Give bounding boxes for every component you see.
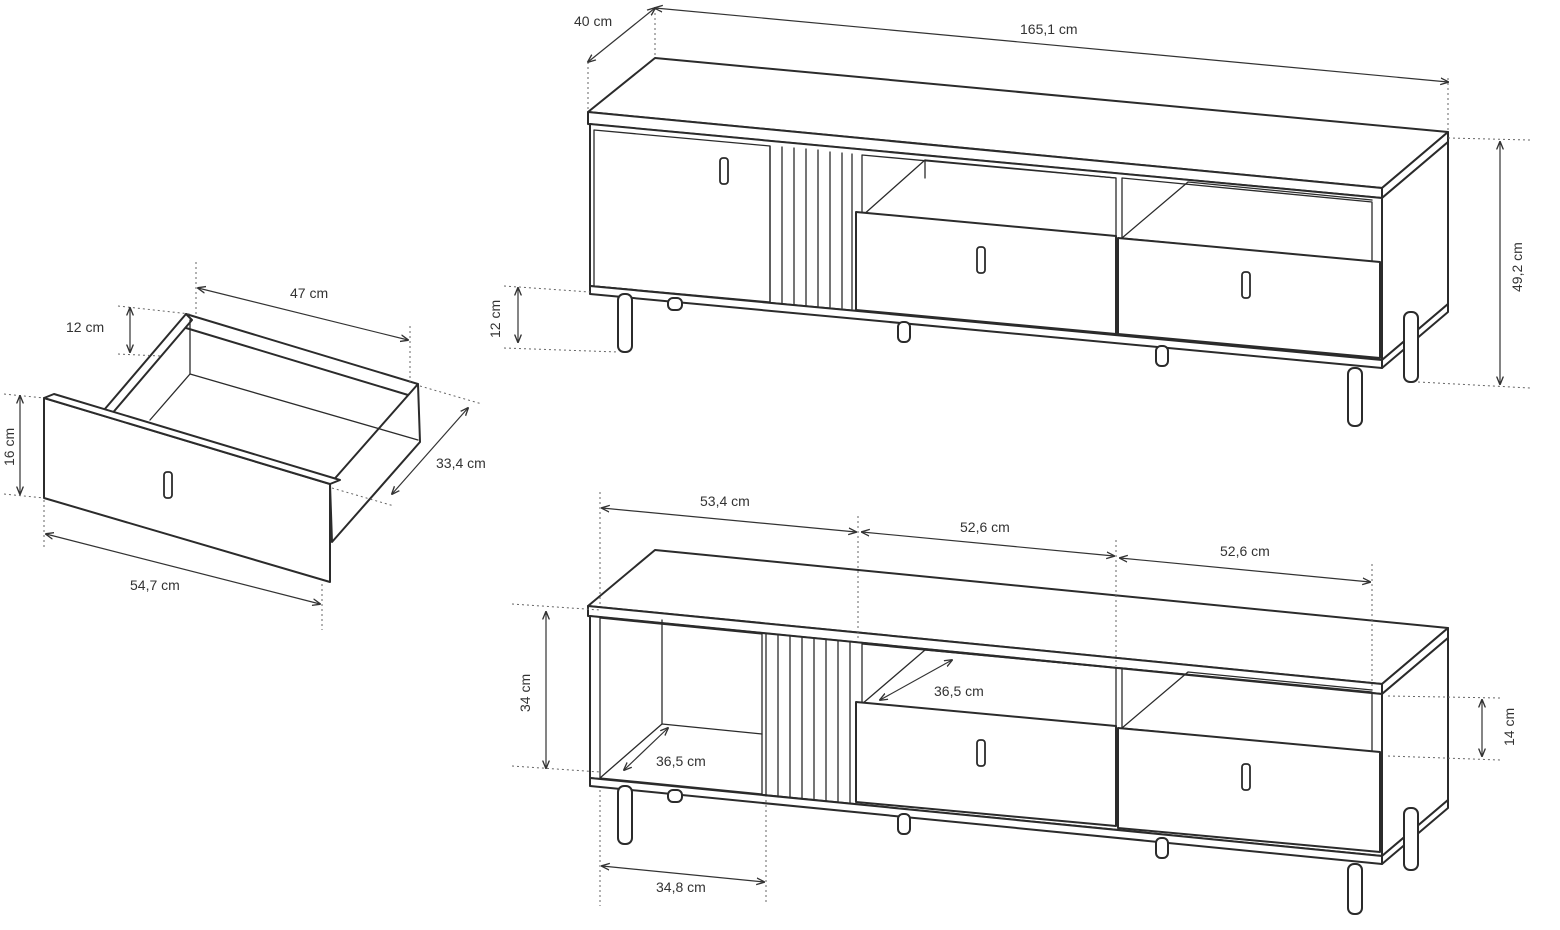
cabinet-legs [617,293,1419,427]
depth-label: 40 cm [574,13,612,29]
drawer-width-label: 47 cm [290,285,328,301]
tv-cabinet-front-view [587,57,1449,427]
height-label: 49,2 cm [1509,242,1525,292]
width-label: 165,1 cm [1020,21,1078,37]
open-compartment [599,617,763,795]
drawer-middle [855,211,1117,335]
inner-depth-left-label: 36,5 cm [656,753,706,769]
inner-depth-mid-label: 36,5 cm [934,683,984,699]
drawer-handle-icon [163,471,173,499]
drawer-dimensions: 47 cm 12 cm 16 cm 33,4 cm 54,7 cm [1,262,486,630]
drawer-front-width-label: 54,7 cm [130,577,180,593]
drawer-front-height-label: 16 cm [1,428,17,466]
drawer-detail [43,313,421,583]
drawer-handle-icon [1241,763,1251,791]
drawer-side-label: 12 cm [66,319,104,335]
drawer-depth-label: 33,4 cm [436,455,486,471]
tv-cabinet-open-view [587,549,1449,915]
slatted-panel [769,145,853,310]
section-2-width-label: 52,6 cm [960,519,1010,535]
drawer-handle-icon [1241,271,1251,299]
section-3-width-label: 52,6 cm [1220,543,1270,559]
drawer-front-panel [43,397,331,583]
cabinet-legs [617,785,1419,915]
section-1-width-label: 53,4 cm [700,493,750,509]
drawer-middle [855,701,1117,827]
drawer-handle-icon [976,739,986,767]
open-width-label: 34,8 cm [656,879,706,895]
inner-height-label: 34 cm [517,674,533,712]
drawer-handle-icon [976,246,986,274]
slatted-panel [765,633,851,804]
top-dimensions: 40 cm 165,1 cm 49,2 cm 12 cm [487,8,1531,389]
leg-height-label: 12 cm [487,300,503,338]
door-handle-icon [719,157,729,185]
niche-height-label: 14 cm [1501,708,1517,746]
bottom-dimensions: 53,4 cm 52,6 cm 52,6 cm 34 cm 36,5 cm 36… [511,492,1517,906]
